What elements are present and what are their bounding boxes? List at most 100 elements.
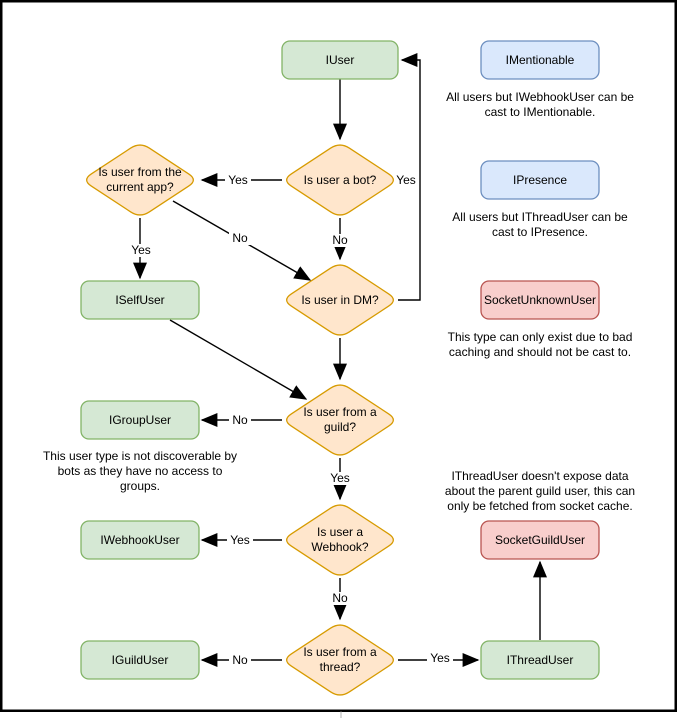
note-line: This type can only exist due to bad [448,330,633,344]
edge-label-text: No [232,231,248,245]
note-line: about the parent guild user, this can [445,484,635,498]
node-shape [480,40,600,80]
note-line: All users but IThreadUser can be [452,210,628,224]
decision-label: thread? [320,660,361,674]
note-line: IThreadUser doesn't expose data [451,469,628,483]
node-label: SocketGuildUser [495,533,585,547]
node-shape [80,400,200,440]
edge-label-webhook-yes: Yes [227,533,253,547]
decision-label: Is user a [317,525,363,539]
edge-label-bg [229,654,251,667]
edge-label-webhook-no: No [329,591,351,605]
node-shape [80,520,200,560]
edge-label-text: Yes [330,471,350,485]
note-line: only be fetched from socket cache. [447,499,632,513]
decision-label: current app? [106,180,174,194]
decision-from-thread: Is user from a thread? [285,624,395,696]
edge-label-bg [229,232,251,245]
edge-label-bot-yes: Yes [225,173,251,187]
node-label: IMentionable [506,53,575,67]
decision-is-user-a-bot: Is user a bot? [285,144,395,216]
note-line: This user type is not discoverable by [43,449,237,463]
note-line: cast to IMentionable. [485,105,596,119]
node-shape [80,640,200,680]
node-igroupuser: IGroupUser [80,400,200,440]
edge-label-bg [329,592,351,605]
node-socketunknownuser: SocketUnknownUser [480,280,600,320]
edge-label-guild-no: No [229,413,251,427]
edge-label-guild-yes: Yes [327,471,353,485]
decision-is-webhook: Is user a Webhook? [285,504,395,576]
edge-label-text: Yes [228,173,248,187]
note-line: caching and should not be cast to. [449,345,631,359]
node-ithreaduser: IThreadUser [480,640,600,680]
node-socketguilduser: SocketGuildUser [480,520,600,560]
edge-label-bg [327,472,353,485]
edge-label-app-yes: Yes [128,243,154,257]
edge-label-bg [229,414,251,427]
node-label: ISelfUser [115,293,164,307]
node-shape [480,160,600,200]
edge-label-bg [227,534,253,547]
node-label: SocketUnknownUser [484,293,596,307]
node-iwebhookuser: IWebhookUser [80,520,200,560]
decision-label: Is user from a [303,645,377,659]
decision-label: Webhook? [311,540,368,554]
edge-label-text: Yes [230,533,250,547]
decision-from-guild: Is user from a guild? [285,384,395,456]
node-iguilduser: IGuildUser [80,640,200,680]
decision-label: Is user from a [303,405,377,419]
decision-label: Is user a bot? [304,173,377,187]
node-shape [480,520,600,560]
decision-is-user-in-dm: Is user in DM? [285,264,395,336]
edge-label-bg [393,174,419,187]
edge-label-text: No [232,653,248,667]
note-presence: All users but IThreadUser can be cast to… [452,210,628,239]
node-iselfuser: ISelfUser [80,280,200,320]
edge-iselfuser-to-fromguild [169,319,308,400]
edge-label-text: No [332,591,348,605]
edge-label-bg [427,652,453,665]
decision-label: guild? [324,420,356,434]
decision-label: Is user from the [98,165,182,179]
note-mentionable: All users but IWebhookUser can be cast t… [446,90,634,119]
edge-label-app-no: No [229,231,251,245]
edge-label-text: Yes [131,243,151,257]
decision-label: Is user in DM? [301,293,379,307]
note-line: All users but IWebhookUser can be [446,90,634,104]
edge-label-bg [128,244,154,257]
edge-label-thread-yes: Yes [427,651,453,665]
node-label: IGuildUser [112,653,169,667]
edge-label-bot-no: No [329,233,351,247]
note-line: cast to IPresence. [492,225,588,239]
node-label: IWebhookUser [100,533,179,547]
node-label: IPresence [513,173,567,187]
diagram-border [0,0,677,712]
edge-label-bg [225,174,251,187]
edge-label-text: Yes [396,173,416,187]
edge-labels: Yes No Yes No Yes No Yes Yes [128,173,453,667]
edge-label-text: No [332,233,348,247]
node-imentionable: IMentionable [480,40,600,80]
decision-from-current-app: Is user from the current app? [86,144,195,216]
edge-label-dm-yes: Yes [393,173,419,187]
node-shape [480,280,600,320]
edge-label-thread-no: No [229,653,251,667]
node-ipresence: IPresence [480,160,600,200]
edge-label-text: Yes [430,651,450,665]
note-line: groups. [120,479,160,493]
node-label: IGroupUser [109,413,171,427]
node-shape [281,40,399,80]
note-unknown-user: This type can only exist due to bad cach… [448,330,633,359]
edge-label-text: No [232,413,248,427]
note-group-user: This user type is not discoverable by bo… [43,449,237,493]
note-line: bots as they have no access to [58,464,223,478]
edge-label-bg [329,234,351,247]
node-label: IThreadUser [507,653,574,667]
node-shape [80,280,200,320]
node-iuser: IUser [281,40,399,80]
note-thread-user: IThreadUser doesn't expose data about th… [445,469,635,513]
node-shape [480,640,600,680]
